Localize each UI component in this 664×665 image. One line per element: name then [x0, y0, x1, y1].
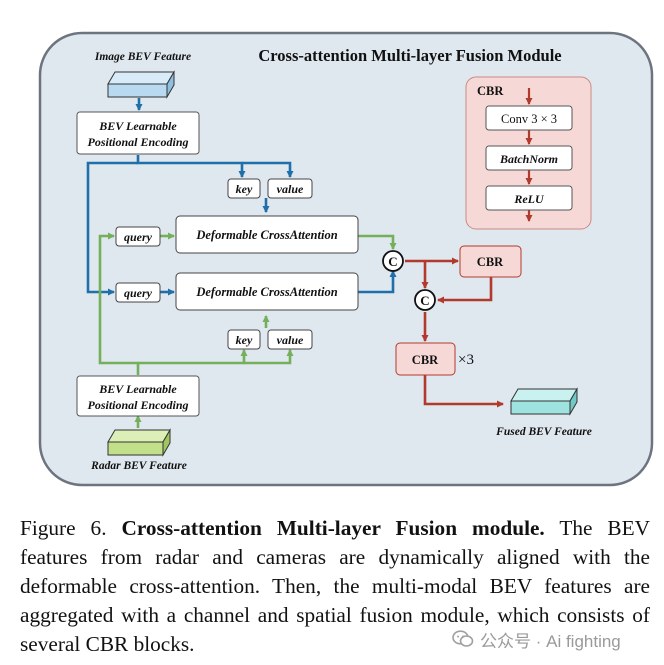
- positional-encoding-bottom: BEV Learnable Positional Encoding: [76, 375, 200, 417]
- concat-node-2-label: C: [420, 293, 429, 308]
- caption-prefix: Figure 6.: [20, 516, 122, 540]
- cbr-block-2-label: CBR: [412, 353, 439, 367]
- key-label-top: key: [236, 182, 253, 196]
- cbr-legend-conv: [485, 105, 573, 131]
- fused-bev-label: Fused BEV Feature: [495, 426, 592, 438]
- radar-stream-connectors: [98, 232, 397, 428]
- pos-enc-bottom-line2: Positional Encoding: [87, 398, 188, 412]
- fused-bev-feature-block: [510, 387, 578, 416]
- pos-enc-bottom-line1: BEV Learnable: [98, 382, 177, 396]
- repeat-count: ×3: [458, 352, 474, 368]
- image-bev-label: Image BEV Feature: [94, 51, 191, 63]
- fusion-connectors: [405, 257, 504, 408]
- caption-body: The BEV features from radar and cameras …: [20, 516, 650, 656]
- deformable-attention-top-label: Deformable CrossAttention: [195, 228, 337, 242]
- caption-title: Cross-attention Multi-layer Fusion modul…: [121, 516, 545, 540]
- value-label-bottom: value: [277, 333, 304, 347]
- fusion-module-diagram: Cross-attention Multi-layer Fusion Modul…: [38, 31, 654, 487]
- value-box-top: [267, 178, 313, 199]
- cbr-legend-conv-label: Conv 3 × 3: [501, 112, 557, 126]
- deformable-attention-top: [175, 215, 359, 254]
- query-label-bottom: query: [124, 286, 153, 300]
- value-label-top: value: [277, 182, 304, 196]
- deformable-attention-bottom: [175, 272, 359, 311]
- cbr-legend-relu-label: ReLU: [513, 192, 545, 206]
- watermark-text: 公众号 · Ai fighting: [480, 631, 621, 651]
- query-box-bottom: [115, 282, 161, 303]
- deformable-attention-bottom-label: Deformable CrossAttention: [195, 285, 337, 299]
- cbr-block-1: [459, 245, 522, 278]
- key-box-bottom: [227, 329, 261, 350]
- watermark: 公众号 · Ai fighting: [452, 627, 621, 651]
- cbr-legend-batchnorm-label: BatchNorm: [499, 152, 558, 166]
- query-label-top: query: [124, 230, 153, 244]
- pos-enc-top-line2: Positional Encoding: [87, 135, 188, 149]
- wechat-icon: [452, 630, 474, 647]
- query-box-top: [115, 226, 161, 247]
- pos-enc-top-line1: BEV Learnable: [98, 119, 177, 133]
- cbr-legend-batchnorm: [485, 145, 573, 171]
- cbr-legend-relu: [485, 185, 573, 211]
- positional-encoding-top: BEV Learnable Positional Encoding: [76, 111, 200, 155]
- concat-node-2: [414, 289, 436, 311]
- module-title: Cross-attention Multi-layer Fusion Modul…: [258, 46, 561, 65]
- cbr-block-1-label: CBR: [477, 255, 504, 269]
- key-label-bottom: key: [236, 333, 253, 347]
- figure-caption: Figure 6. Cross-attention Multi-layer Fu…: [20, 514, 650, 659]
- cbr-block-2: [395, 342, 456, 376]
- image-bev-feature-block: [107, 70, 175, 99]
- radar-bev-feature-block: [107, 428, 171, 457]
- cbr-legend: CBR Conv 3 × 3 BatchNorm ReLU: [465, 76, 592, 230]
- cbr-legend-title: CBR: [477, 84, 504, 98]
- key-box-top: [227, 178, 261, 199]
- concat-node-1: [382, 250, 404, 272]
- value-box-bottom: [267, 329, 313, 350]
- radar-bev-label: Radar BEV Feature: [90, 460, 187, 472]
- concat-node-1-label: C: [388, 254, 397, 269]
